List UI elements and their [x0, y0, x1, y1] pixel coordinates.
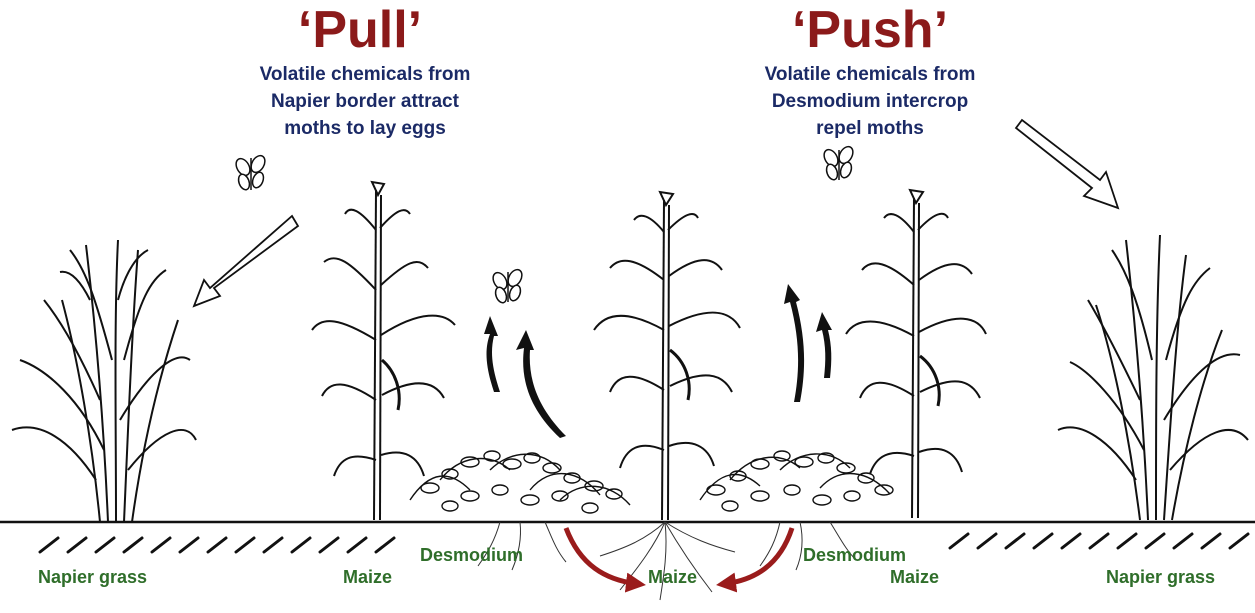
- arrow-icon: [192, 214, 300, 308]
- pull-description: Volatile chemicals from Napier border at…: [200, 61, 530, 142]
- root-arrow-icon: [563, 527, 646, 593]
- pull-description-line: moths to lay eggs: [284, 118, 446, 139]
- maize-plant-icon: [593, 190, 741, 521]
- volatile-arrow-icon: [816, 312, 832, 378]
- desmodium-icon: [699, 450, 894, 512]
- label-maize-left: Maize: [343, 567, 393, 587]
- pull-description-line: Volatile chemicals from: [259, 64, 471, 85]
- moth-icon: [823, 145, 854, 181]
- label-napier-grass-left: Napier grass: [38, 567, 148, 587]
- root-arrow-icon: [716, 527, 795, 593]
- moth-icon: [235, 154, 266, 191]
- push-description-line: repel moths: [816, 118, 924, 139]
- label-napier-grass-right: Napier grass: [1106, 567, 1216, 587]
- push-description-line: Desmodium intercrop: [771, 91, 969, 112]
- label-maize-center: Maize: [648, 567, 698, 587]
- push-description: Volatile chemicals from Desmodium interc…: [700, 61, 1040, 142]
- arrow-icon: [1014, 118, 1120, 210]
- desmodium-icon: [409, 450, 631, 514]
- roots: [477, 521, 857, 601]
- push-description-line: Volatile chemicals from: [764, 64, 976, 85]
- maize-plant-icon: [845, 188, 987, 519]
- napier-grass-icon: [1057, 234, 1249, 521]
- label-maize-right: Maize: [890, 567, 940, 587]
- push-heading: ‘Push’: [791, 1, 949, 59]
- volatile-arrow-icon: [484, 316, 500, 392]
- label-desmodium-left: Desmodium: [420, 545, 524, 565]
- volatile-arrow-icon: [516, 330, 566, 438]
- moth-icon: [492, 268, 523, 304]
- pull-heading: ‘Pull’: [297, 1, 423, 59]
- volatile-arrow-icon: [784, 284, 805, 402]
- pull-description-line: Napier border attract: [271, 91, 459, 112]
- soil-hatching: [38, 532, 1250, 554]
- maize-plant-icon: [311, 180, 456, 521]
- label-desmodium-right: Desmodium: [803, 545, 907, 565]
- napier-grass-icon: [11, 239, 197, 523]
